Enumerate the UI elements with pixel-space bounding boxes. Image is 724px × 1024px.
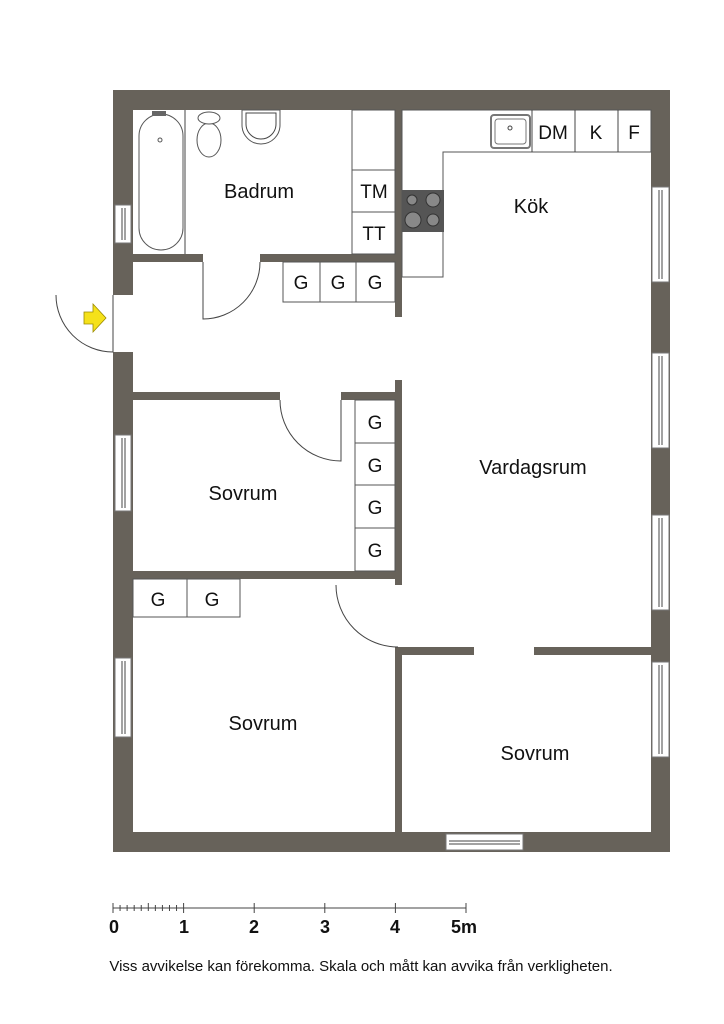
bedroom-door <box>335 584 399 648</box>
room-label-kok: Kök <box>514 196 549 218</box>
entry-arrow-icon <box>83 302 107 334</box>
toilet-icon <box>196 122 222 158</box>
room-label-vardagsrum: Vardagsrum <box>479 457 586 479</box>
scale-tick-label: 5m <box>451 917 477 937</box>
scale-tick-label: 4 <box>390 917 400 937</box>
disclaimer-text: Viss avvikelse kan förekomma. Skala och … <box>109 958 612 975</box>
wardrobe-label: G <box>294 273 309 294</box>
window <box>445 833 524 851</box>
wardrobe-label: G <box>368 456 383 477</box>
doors <box>55 261 399 648</box>
window <box>114 657 132 738</box>
windows <box>114 186 670 851</box>
wardrobe-label: G <box>368 273 383 294</box>
scale-tick-label: 1 <box>179 917 189 937</box>
window <box>651 352 670 449</box>
bathroom-door <box>202 261 261 320</box>
room-label-sovrum: Sovrum <box>209 483 278 505</box>
window <box>114 434 132 512</box>
room-label-sovrum: Sovrum <box>229 713 298 735</box>
bathroom-fixtures: TM TT <box>138 109 396 255</box>
scale-tick-label: 2 <box>249 917 259 937</box>
window <box>651 186 670 283</box>
freezer-label: F <box>628 123 640 144</box>
dishwasher-label: DM <box>538 123 568 144</box>
wardrobe-label: G <box>368 541 383 562</box>
tt-label: TT <box>362 224 386 245</box>
wardrobe-label: G <box>151 590 166 611</box>
room-label-badrum: Badrum <box>224 181 294 203</box>
hall-wardrobes: G G G <box>282 261 396 303</box>
scale-tick-label: 0 <box>109 917 119 937</box>
kitchen-fixtures: DM K F <box>401 109 652 278</box>
bedroom-wardrobes: G G G G G G <box>132 399 396 618</box>
tm-label: TM <box>360 182 387 203</box>
window <box>114 204 132 244</box>
wardrobe-label: G <box>331 273 346 294</box>
wardrobe-label: G <box>368 498 383 519</box>
window <box>651 661 670 758</box>
entry-door <box>55 294 114 353</box>
room-label-sovrum: Sovrum <box>501 743 570 765</box>
bedroom-door <box>279 399 342 462</box>
scale-tick-label: 3 <box>320 917 330 937</box>
bathtub-icon <box>138 113 184 251</box>
kitchen-sink-icon <box>490 114 531 149</box>
wardrobe-label: G <box>205 590 220 611</box>
wardrobe-label: G <box>368 413 383 434</box>
window <box>651 514 670 611</box>
fridge-label: K <box>590 123 603 144</box>
interior-walls <box>133 110 651 832</box>
scale-bar: 0 1 2 3 4 5m <box>109 903 477 937</box>
